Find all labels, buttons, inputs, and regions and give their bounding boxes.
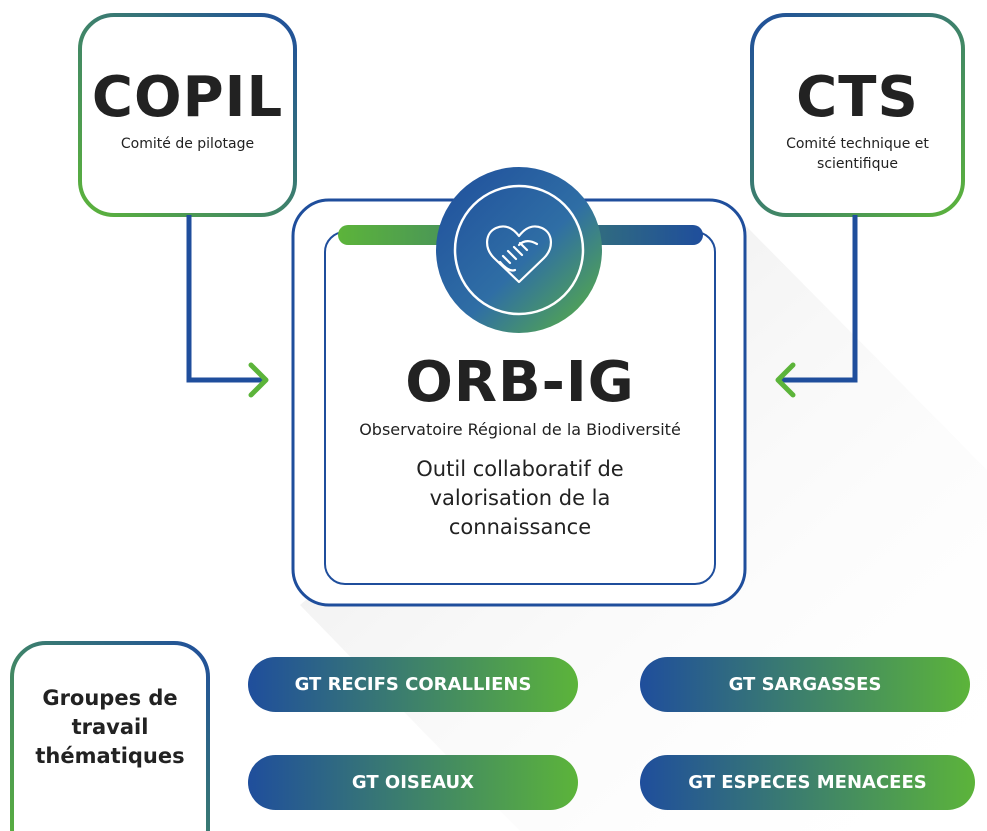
cts-name: Comité technique et scientifique bbox=[752, 134, 963, 174]
pill-oiseaux-label: GT OISEAUX bbox=[351, 772, 475, 793]
pill-recifs-label: GT RECIFS CORALLIENS bbox=[294, 674, 532, 695]
copil-connector bbox=[186, 215, 264, 383]
groups-title-line1: Groupes de bbox=[42, 686, 178, 710]
orbig-tagline: Outil collaboratif de valorisation de la… bbox=[325, 455, 715, 542]
pill-especes-label: GT ESPECES MENACEES bbox=[688, 772, 927, 793]
orbig-tagline-line3: connaissance bbox=[448, 515, 592, 539]
pill-sargasses-label: GT SARGASSES bbox=[728, 674, 882, 695]
groups-box bbox=[10, 641, 210, 831]
groups-title-line3: thématiques bbox=[35, 744, 185, 768]
copil-arrow-icon bbox=[248, 362, 269, 398]
orbig-acronym: ORB-IG bbox=[405, 350, 635, 415]
cts-arrow-icon bbox=[775, 362, 796, 398]
cts-connector bbox=[780, 215, 858, 383]
orbig-name: Observatoire Régional de la Biodiversité bbox=[359, 420, 681, 439]
cts-name-line1: Comité technique et bbox=[786, 136, 929, 152]
cts-name-line2: scientifique bbox=[817, 156, 898, 172]
pill-especes bbox=[640, 755, 975, 810]
orbig-tagline-line1: Outil collaboratif de bbox=[416, 457, 624, 481]
pill-recifs bbox=[248, 657, 578, 712]
copil-name: Comité de pilotage bbox=[120, 136, 255, 152]
orbig-tagline-line2: valorisation de la bbox=[429, 486, 611, 510]
pill-oiseaux bbox=[248, 755, 578, 810]
cts-acronym: CTS bbox=[796, 65, 919, 130]
copil-acronym: COPIL bbox=[91, 65, 284, 130]
orbig-icon-ring bbox=[453, 184, 585, 316]
groups-title-line2: travail bbox=[71, 715, 149, 739]
groups-title: Groupes de travail thématiques bbox=[12, 684, 208, 771]
pill-sargasses bbox=[640, 657, 970, 712]
handshake-heart-icon bbox=[486, 225, 552, 284]
orbig-icon-circle bbox=[436, 167, 602, 333]
